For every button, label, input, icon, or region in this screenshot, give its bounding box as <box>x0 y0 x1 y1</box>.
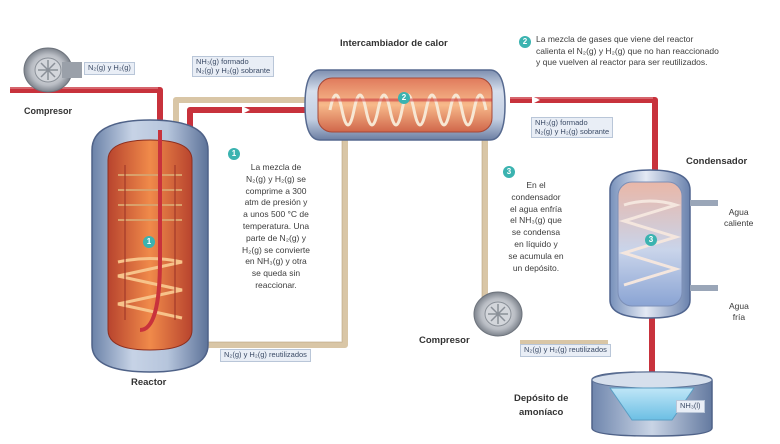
tag-reactor-output-line2: N₂(g) y H₂(g) sobrante <box>196 65 271 75</box>
step1-description: La mezcla de N₂(g) y H₂(g) se comprime a… <box>238 162 314 292</box>
compressor-top-left <box>23 47 82 93</box>
compressor-bottom <box>473 291 523 337</box>
step3-description: En el condensador el agua enfría el NH₃(… <box>500 180 572 274</box>
step3-line7: se acumula en <box>508 250 564 261</box>
step2-line2: calienta el N₂(g) y H₂(g) que no han rea… <box>536 45 719 56</box>
step1-line11: reaccionar. <box>255 279 297 290</box>
step1-line7: parte de N₂(g) y <box>246 232 306 243</box>
ammonia-tank-label: Depósito de amoníaco <box>514 392 568 420</box>
step-badge-1: 1 <box>228 148 240 160</box>
cold-water-label: Agua fría <box>729 301 749 323</box>
step-badge-reactor: 1 <box>143 236 155 248</box>
step3-line2: condensador <box>511 191 561 202</box>
tag-exchanger-output-line2: N₂(g) y H₂(g) sobrante <box>535 126 610 136</box>
step1-line3: comprime a 300 <box>245 185 307 196</box>
hot-water-label-line2: caliente <box>724 218 754 228</box>
step1-line6: temperatura. Una <box>242 220 310 231</box>
step1-line8: H₂(g) se convierte <box>241 244 311 255</box>
cold-water-label-line2: fría <box>732 312 746 322</box>
step2-description: La mezcla de gases que viene del reactor… <box>536 34 719 69</box>
step3-line5: se condensa <box>511 227 561 238</box>
tag-reactor-output-line1: NH₃(g) formado <box>196 57 249 66</box>
compressor-label-bottom: Compresor <box>419 335 470 346</box>
ammonia-tank-label-line1: Depósito de <box>514 393 569 404</box>
ammonia-tank-label-line2: amoníaco <box>519 407 564 418</box>
step1-line4: atm de presión y <box>244 197 308 208</box>
heat-exchanger <box>304 69 506 141</box>
step3-line3: el agua enfría <box>510 203 562 214</box>
step2-line1: La mezcla de gases que viene del reactor <box>536 34 694 44</box>
tag-input-gases: N₂(g) y H₂(g) <box>84 62 135 75</box>
step3-line4: el NH₃(g) que <box>510 215 562 226</box>
condenser-label: Condensador <box>686 156 748 167</box>
step-badge-condenser: 3 <box>645 234 657 246</box>
tag-exchanger-output: NH₃(g) formado N₂(g) y H₂(g) sobrante <box>531 117 614 138</box>
tag-ammonia-liquid: NH₃(l) <box>676 400 705 413</box>
compressor-label-top: Compresor <box>24 106 73 116</box>
step1-line2: N₂(g) y H₂(g) se <box>246 173 306 184</box>
step3-line1: En el <box>526 180 546 190</box>
tag-recycled-right: N₂(g) y H₂(g) reutilizados <box>520 344 611 357</box>
tag-recycled-left: N₂(g) y H₂(g) reutilizados <box>220 349 311 362</box>
cold-water-label-line1: Agua <box>729 301 749 311</box>
step3-line8: un depósito. <box>512 262 560 273</box>
step3-line6: en líquido y <box>514 238 558 249</box>
tag-exchanger-output-line1: NH₃(g) formado <box>535 118 588 127</box>
step-badge-exchanger: 2 <box>398 92 410 104</box>
step1-line9: en NH₃(g) y otra <box>245 256 307 267</box>
hot-water-label: Agua caliente <box>724 207 753 229</box>
heat-exchanger-label: Intercambiador de calor <box>340 38 448 49</box>
step-badge-3: 3 <box>503 166 515 178</box>
step1-line10: se queda sin <box>251 268 301 279</box>
step1-line5: a unos 500 °C de <box>243 209 309 220</box>
ammonia-tank <box>591 371 713 437</box>
reactor-label: Reactor <box>131 377 167 388</box>
hot-water-label-line1: Agua <box>728 207 749 217</box>
condenser-vessel <box>609 169 718 319</box>
step1-line1: La mezcla de <box>250 162 302 172</box>
tag-reactor-output: NH₃(g) formado N₂(g) y H₂(g) sobrante <box>192 56 275 77</box>
step-badge-2: 2 <box>519 36 531 48</box>
step2-line3: y que vuelven al reactor para ser reutil… <box>536 57 708 67</box>
